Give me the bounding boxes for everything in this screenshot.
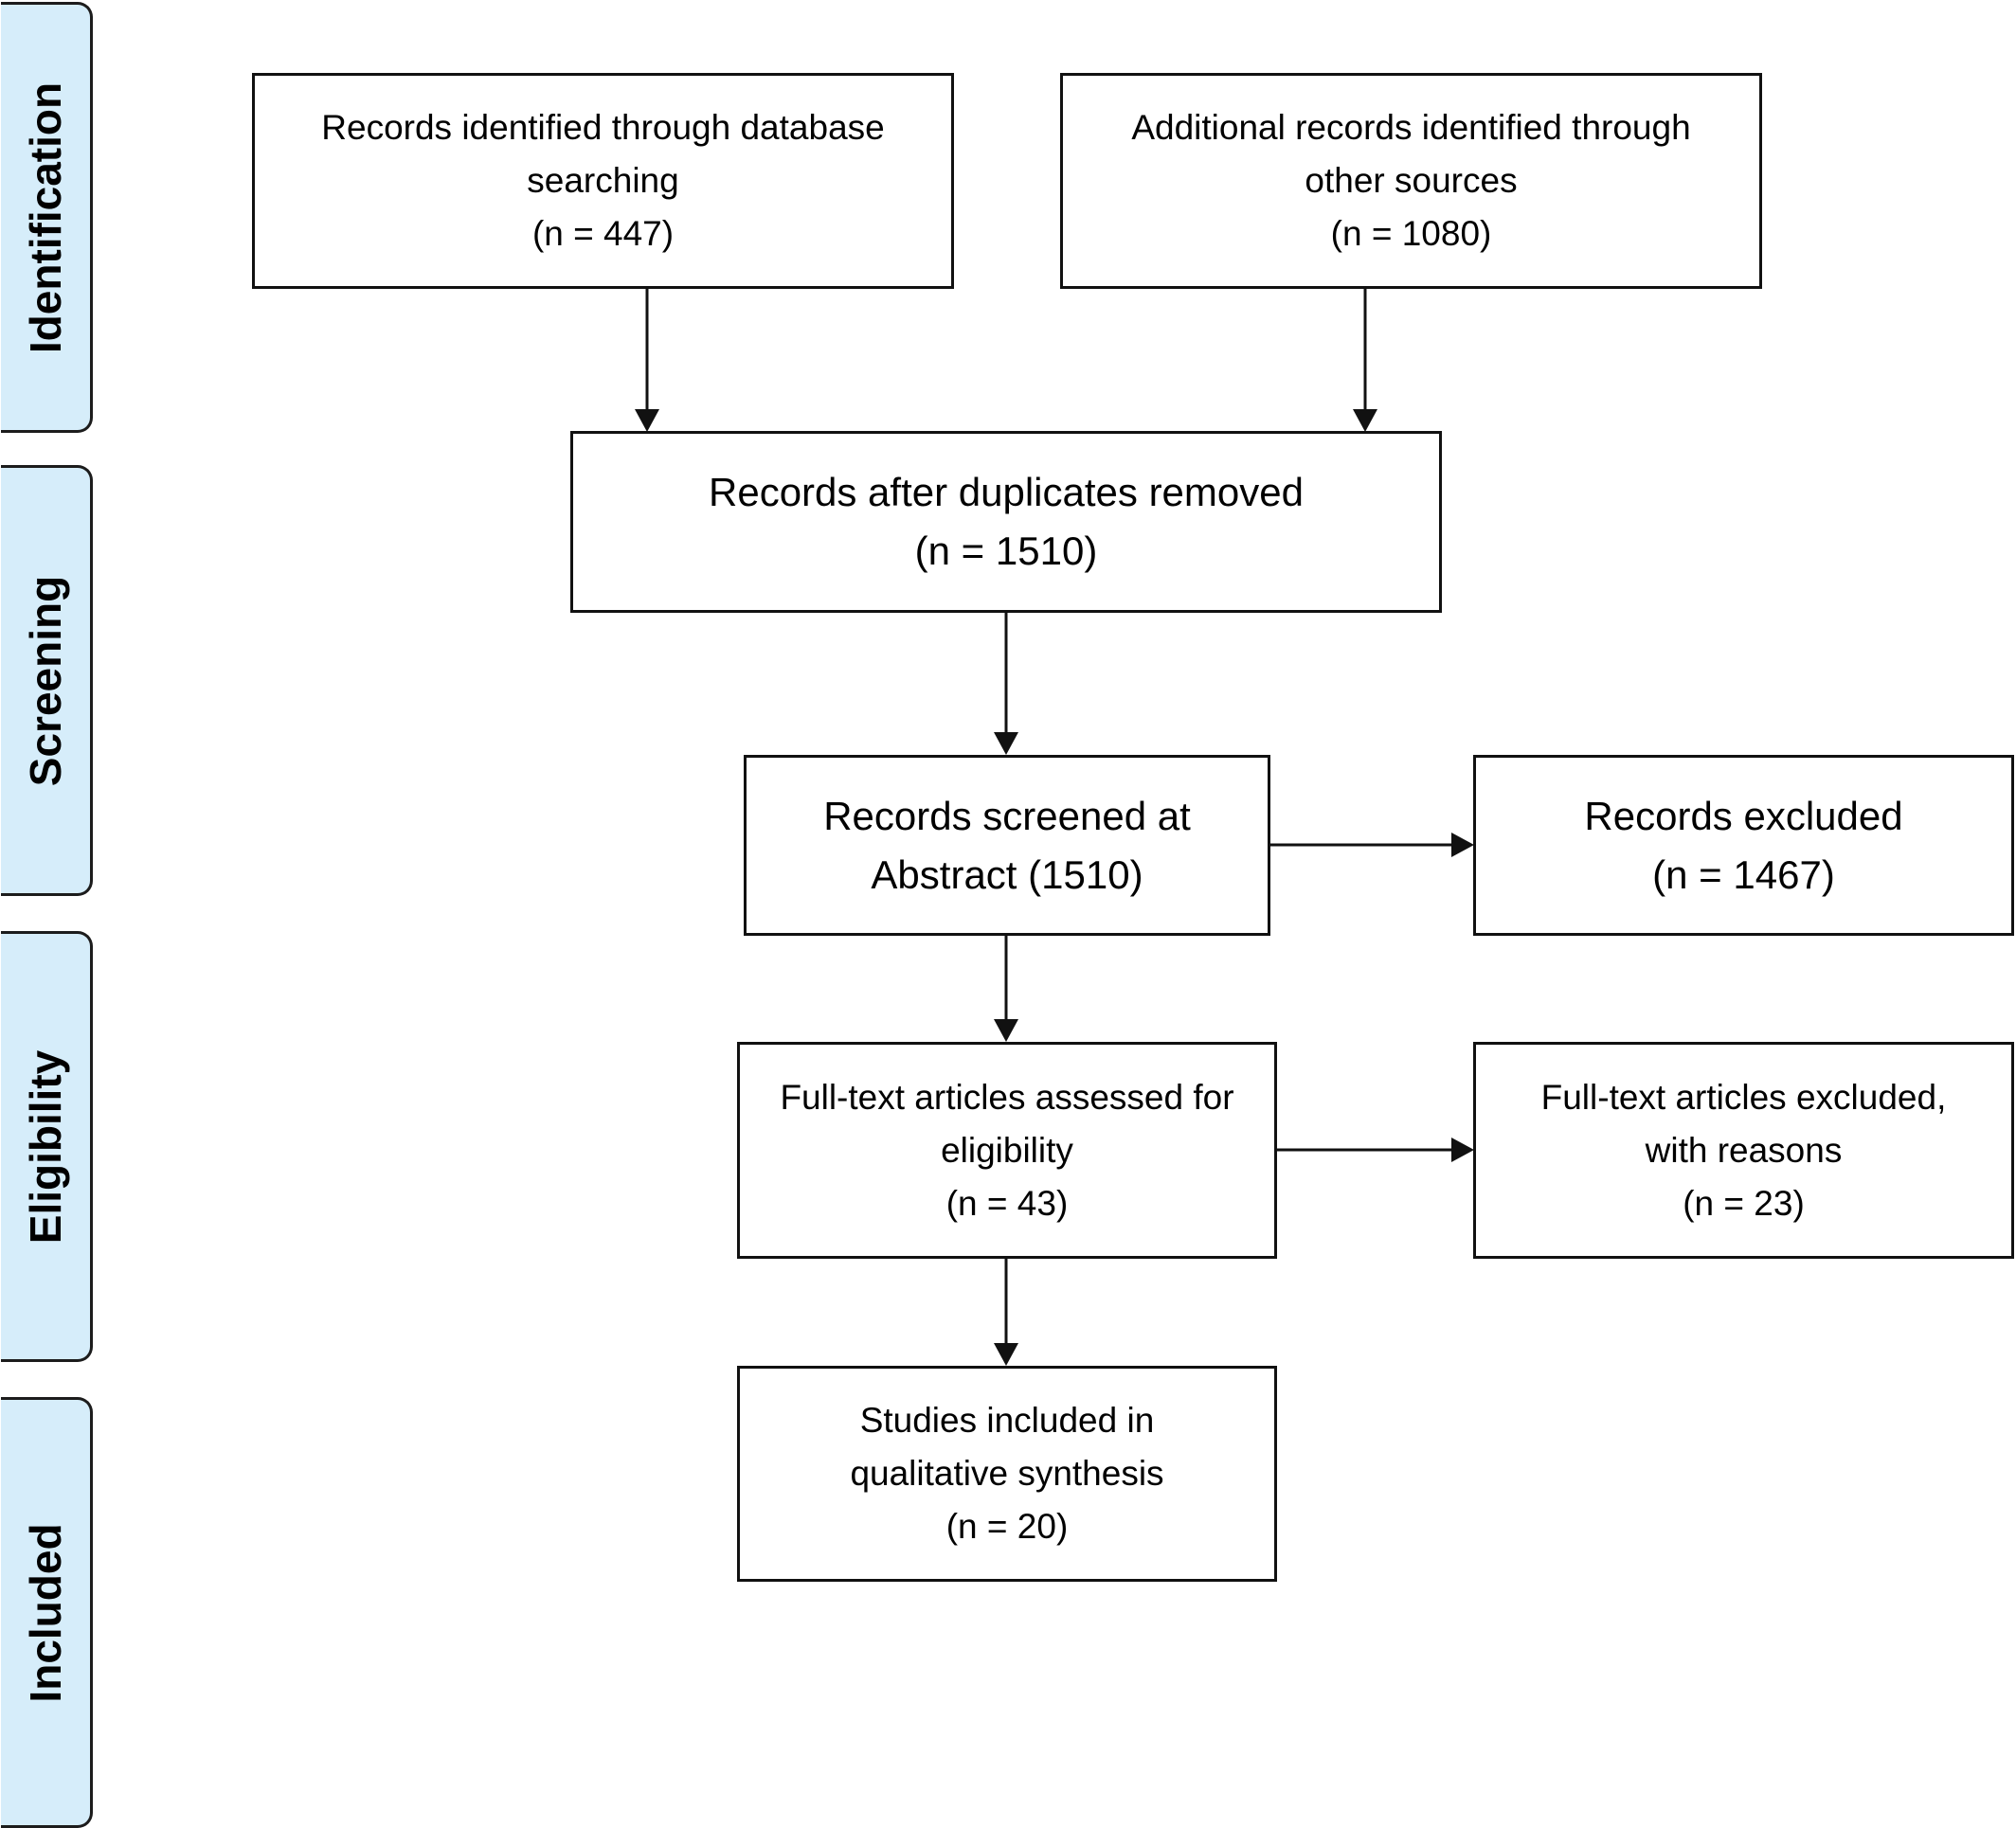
box-records-screened: Records screened at Abstract (1510) xyxy=(744,755,1270,936)
box-records-excluded-text: Records excluded xyxy=(1584,793,1903,838)
box-fulltext-excluded-text: Full-text articles excluded, with reason… xyxy=(1540,1077,1947,1170)
box-duplicates-removed-count: (n = 1510) xyxy=(914,529,1098,573)
phase-screening: Screening xyxy=(1,465,93,896)
box-fulltext-assessed: Full-text articles assessed for eligibil… xyxy=(737,1042,1277,1259)
box-records-excluded-count: (n = 1467) xyxy=(1652,851,1835,897)
box-records-excluded: Records excluded (n = 1467) xyxy=(1473,755,2014,936)
box-other-sources: Additional records identified through ot… xyxy=(1060,73,1762,289)
arrowhead-database-to-duplicates xyxy=(635,409,659,432)
box-studies-included-count: (n = 20) xyxy=(945,1507,1069,1546)
phase-eligibility: Eligibility xyxy=(1,931,93,1362)
box-fulltext-excluded-count: (n = 23) xyxy=(1683,1183,1805,1223)
box-database-records-text: Records identified through database sear… xyxy=(321,108,885,200)
arrowhead-screened-to-fulltext xyxy=(994,1019,1018,1042)
arrowhead-other-to-duplicates xyxy=(1353,409,1377,432)
box-fulltext-assessed-text: Full-text articles assessed for eligibil… xyxy=(780,1077,1234,1170)
arrowhead-screened-to-excluded xyxy=(1451,833,1474,857)
box-other-sources-text: Additional records identified through ot… xyxy=(1131,108,1691,200)
box-fulltext-assessed-count: (n = 43) xyxy=(945,1183,1069,1223)
arrowhead-fulltext-to-excluded xyxy=(1451,1138,1474,1162)
box-records-screened-text: Records screened at Abstract (1510) xyxy=(823,793,1191,897)
phase-included: Included xyxy=(1,1397,93,1828)
box-duplicates-removed: Records after duplicates removed (n = 15… xyxy=(570,431,1442,613)
box-other-sources-count: (n = 1080) xyxy=(1330,214,1492,253)
box-database-records: Records identified through database sear… xyxy=(252,73,954,289)
arrowhead-fulltext-to-included xyxy=(994,1343,1018,1366)
box-studies-included: Studies included in qualitative synthesi… xyxy=(737,1366,1277,1582)
box-fulltext-excluded: Full-text articles excluded, with reason… xyxy=(1473,1042,2014,1259)
box-duplicates-removed-text: Records after duplicates removed xyxy=(709,470,1304,514)
phase-identification: Identification xyxy=(1,2,93,433)
box-studies-included-text: Studies included in qualitative synthesi… xyxy=(850,1401,1164,1493)
arrowhead-duplicates-to-screened xyxy=(994,732,1018,755)
box-database-records-count: (n = 447) xyxy=(531,214,675,253)
